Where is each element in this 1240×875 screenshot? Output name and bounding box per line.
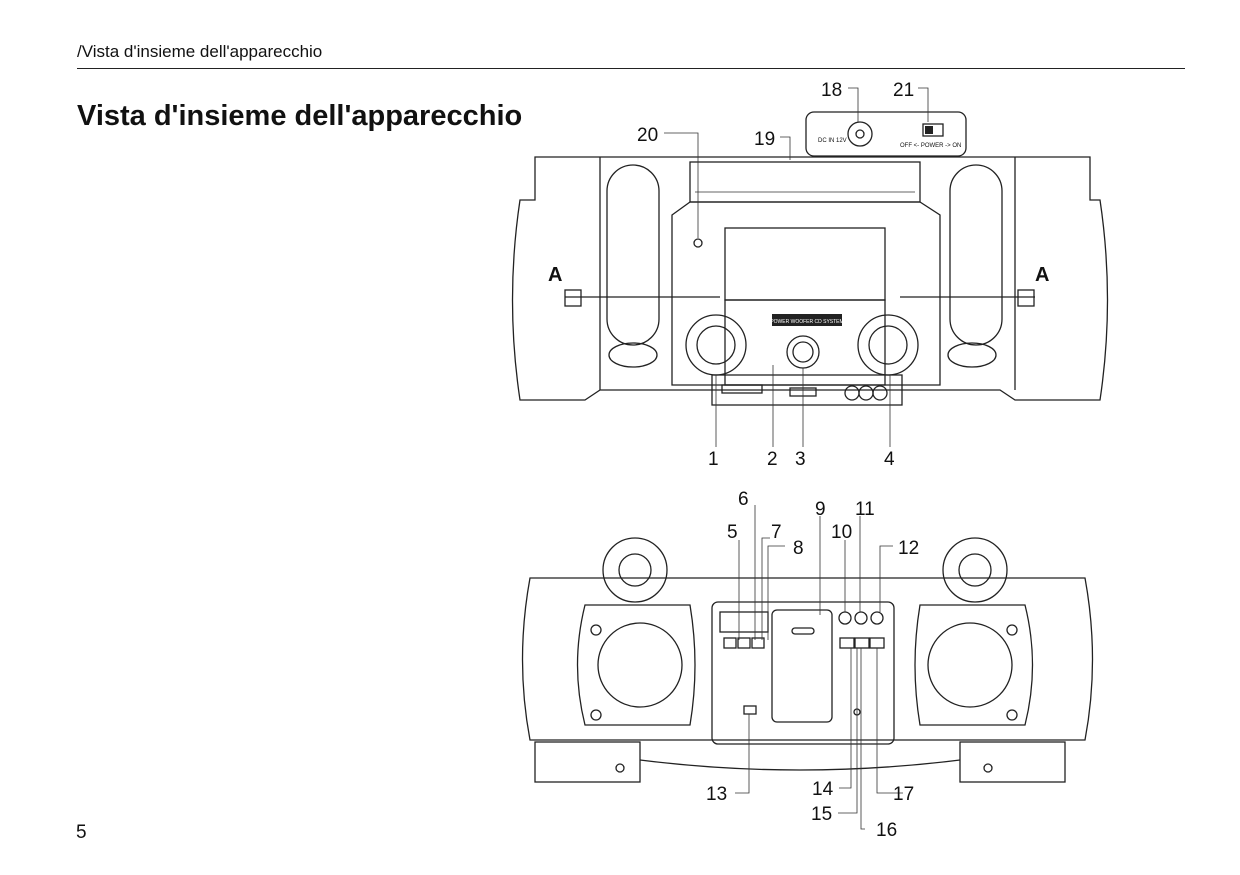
callout-13: 13 (706, 784, 727, 805)
callout-10: 10 (831, 522, 852, 543)
section-mark-a-left: A (548, 264, 562, 286)
front-view-drawing: DC IN 12V OFF <- POWER -> ON POWER WOOFE… (511, 87, 1109, 447)
dc-in-label: DC IN 12V (818, 138, 847, 144)
callout-15: 15 (811, 804, 832, 825)
section-mark-a-right: A (1035, 264, 1049, 286)
callout-3: 3 (795, 449, 806, 470)
callout-19: 19 (754, 129, 775, 150)
callout-4: 4 (884, 449, 895, 470)
callout-9: 9 (815, 499, 826, 520)
callout-12: 12 (898, 538, 919, 559)
callout-7: 7 (771, 522, 782, 543)
logo-text: POWER WOOFER CD SYSTEM (770, 319, 843, 325)
callout-17: 17 (893, 784, 914, 805)
power-switch-label: OFF <- POWER -> ON (900, 143, 961, 149)
callout-1: 1 (708, 449, 719, 470)
page-number: 5 (76, 822, 87, 843)
callout-21: 21 (893, 80, 914, 101)
callout-5: 5 (727, 522, 738, 543)
callout-20: 20 (637, 125, 658, 146)
callout-2: 2 (767, 449, 778, 470)
page-title: Vista d'insieme dell'apparecchio (77, 100, 523, 132)
top-view-drawing (521, 505, 1094, 830)
callout-8: 8 (793, 538, 804, 559)
header-rule (77, 68, 1185, 69)
callout-18: 18 (821, 80, 842, 101)
callout-16: 16 (876, 820, 897, 841)
callout-6: 6 (738, 489, 749, 510)
callout-14: 14 (812, 779, 834, 800)
running-header: /Vista d'insieme dell'apparecchio (77, 42, 323, 61)
callout-11: 11 (855, 499, 875, 520)
